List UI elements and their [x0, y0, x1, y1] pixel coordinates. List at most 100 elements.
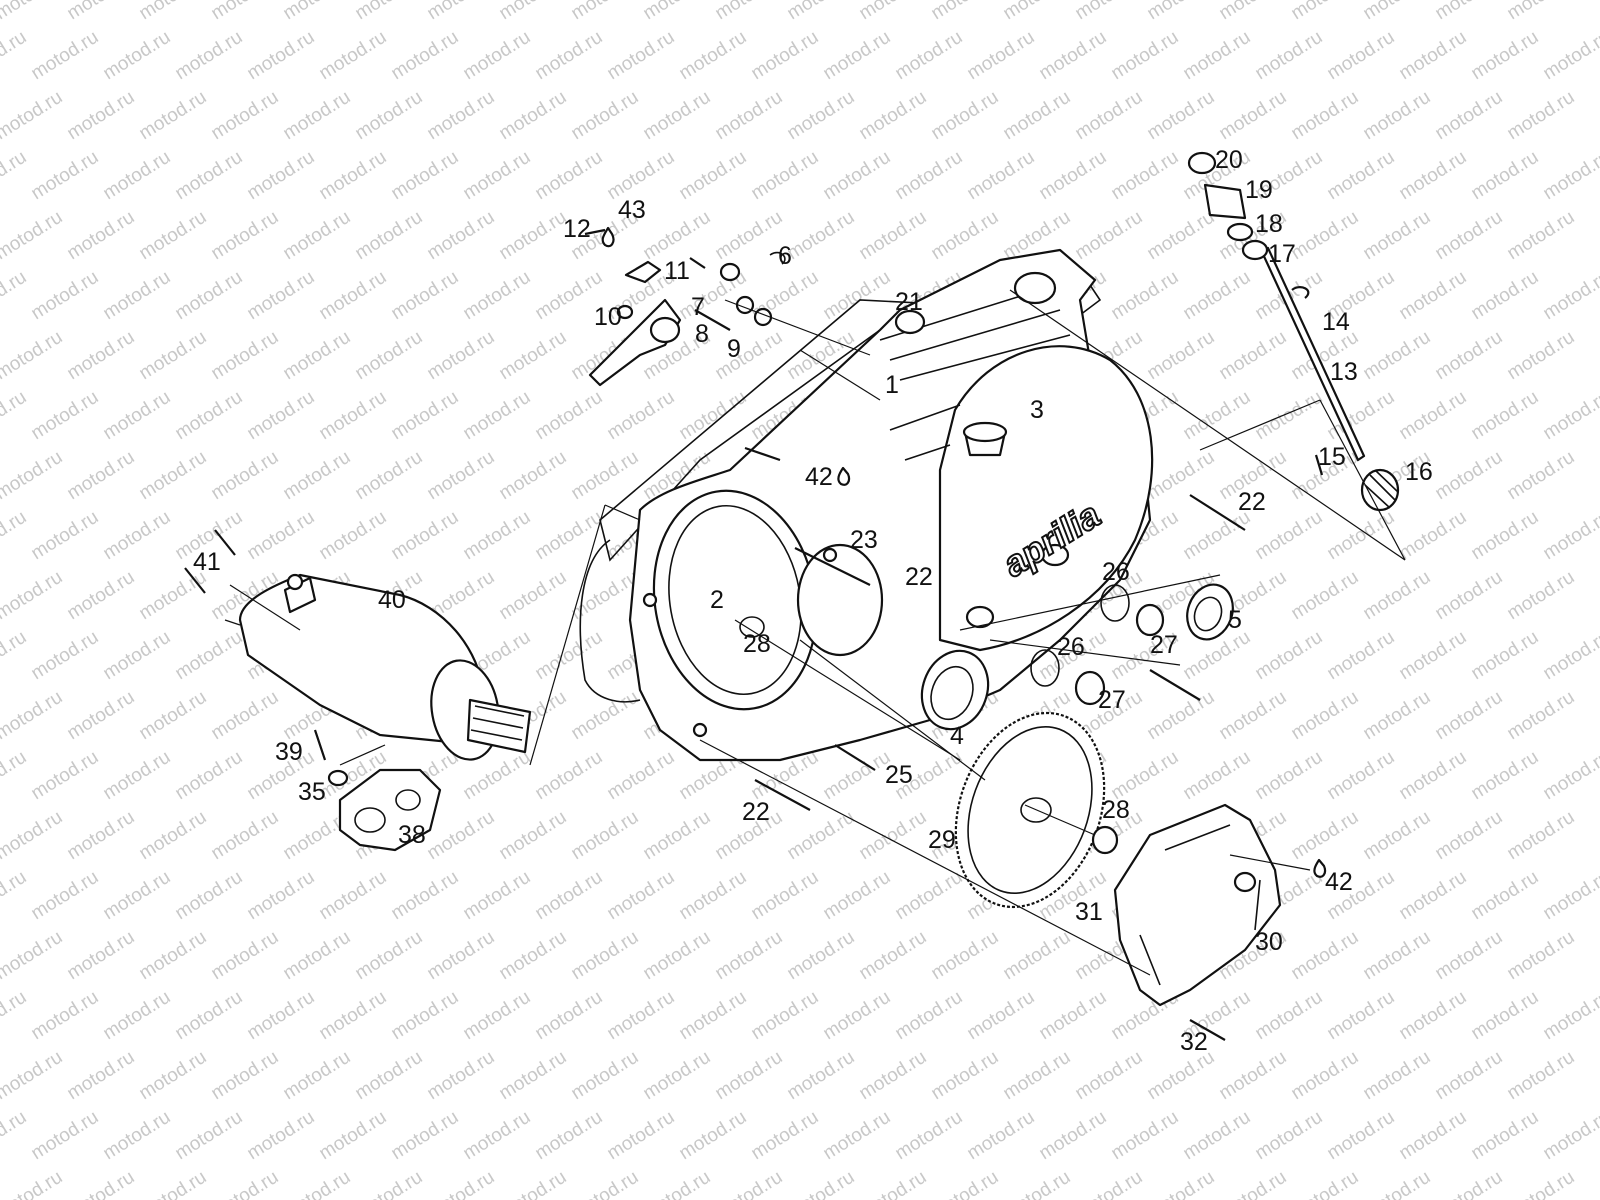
watermark-text: motod.ru: [1216, 327, 1291, 385]
drop-icon: [1313, 858, 1327, 878]
watermark-text: motod.ru: [352, 447, 427, 505]
drive-gear-part: [1360, 468, 1400, 512]
watermark-text: motod.ru: [208, 1047, 283, 1105]
nut-part: [719, 262, 741, 282]
watermark-text: motod.ru: [820, 747, 895, 805]
watermark-text: motod.ru: [1468, 387, 1543, 445]
plug-part: [1074, 670, 1106, 706]
watermark-text: motod.ru: [1144, 207, 1219, 265]
watermark-text: motod.ru: [1396, 27, 1471, 85]
watermark-text: motod.ru: [820, 267, 895, 325]
watermark-text: motod.ru: [244, 1107, 319, 1165]
bracket-hole: [395, 789, 421, 811]
watermark-text: motod.ru: [172, 387, 247, 445]
watermark-text: motod.ru: [28, 387, 103, 445]
callout-9: 9: [727, 335, 741, 363]
watermark-text: motod.ru: [424, 327, 499, 385]
watermark-text: motod.ru: [748, 987, 823, 1045]
watermark-text: motod.ru: [1288, 807, 1363, 865]
watermark-text: motod.ru: [1036, 27, 1111, 85]
watermark-text: motod.ru: [0, 1167, 66, 1200]
watermark-text: motod.ru: [640, 207, 715, 265]
watermark-text: motod.ru: [1000, 87, 1075, 145]
watermark-text: motod.ru: [0, 0, 66, 24]
watermark-text: motod.ru: [1540, 627, 1600, 685]
watermark-text: motod.ru: [1252, 387, 1327, 445]
watermark-text: motod.ru: [1072, 1167, 1147, 1200]
watermark-text: motod.ru: [1396, 627, 1471, 685]
watermark-text: motod.ru: [1432, 1047, 1507, 1105]
watermark-text: motod.ru: [856, 87, 931, 145]
watermark-text: motod.ru: [1396, 987, 1471, 1045]
watermark-text: motod.ru: [604, 1107, 679, 1165]
watermark-text: motod.ru: [496, 927, 571, 985]
callout-29: 29: [928, 826, 956, 854]
watermark-text: motod.ru: [460, 507, 535, 565]
watermark-text: motod.ru: [532, 627, 607, 685]
watermark-text: motod.ru: [352, 1047, 427, 1105]
watermark-text: motod.ru: [1216, 1047, 1291, 1105]
callout-17: 17: [1268, 240, 1296, 268]
watermark-text: motod.ru: [1396, 1107, 1471, 1165]
watermark-text: motod.ru: [1072, 0, 1147, 24]
watermark-text: motod.ru: [316, 507, 391, 565]
watermark-text: motod.ru: [1468, 747, 1543, 805]
watermark-text: motod.ru: [1000, 1047, 1075, 1105]
watermark-text: motod.ru: [1540, 747, 1600, 805]
callout-38: 38: [398, 821, 426, 849]
watermark-text: motod.ru: [1540, 27, 1600, 85]
washer-part: [616, 304, 634, 320]
watermark-text: motod.ru: [1504, 1047, 1579, 1105]
watermark-text: motod.ru: [424, 927, 499, 985]
watermark-text: motod.ru: [388, 387, 463, 445]
callout-13: 13: [1330, 358, 1358, 386]
watermark-text: motod.ru: [280, 927, 355, 985]
watermark-text: motod.ru: [1036, 987, 1111, 1045]
callout-15: 15: [1318, 443, 1346, 471]
watermark-text: motod.ru: [136, 87, 211, 145]
watermark-text: motod.ru: [640, 1167, 715, 1200]
watermark-text: motod.ru: [1396, 267, 1471, 325]
watermark-text: motod.ru: [1396, 867, 1471, 925]
watermark-text: motod.ru: [0, 27, 30, 85]
watermark-text: motod.ru: [1360, 1167, 1435, 1200]
watermark-text: motod.ru: [1468, 987, 1543, 1045]
watermark-text: motod.ru: [1288, 687, 1363, 745]
callout-39: 39: [275, 738, 303, 766]
watermark-text: motod.ru: [784, 927, 859, 985]
watermark-text: motod.ru: [64, 447, 139, 505]
o-ring-part: [1030, 649, 1060, 687]
watermark-text: motod.ru: [1324, 747, 1399, 805]
watermark-text: motod.ru: [748, 147, 823, 205]
watermark-text: motod.ru: [604, 387, 679, 445]
watermark-text: motod.ru: [532, 867, 607, 925]
watermark-text: motod.ru: [1396, 387, 1471, 445]
watermark-text: motod.ru: [928, 1167, 1003, 1200]
watermark-text: motod.ru: [1180, 747, 1255, 805]
watermark-text: motod.ru: [0, 447, 66, 505]
watermark-text: motod.ru: [1432, 87, 1507, 145]
shim-part: [624, 260, 662, 284]
callout-11: 11: [664, 257, 690, 285]
watermark-text: motod.ru: [1036, 147, 1111, 205]
watermark-text: motod.ru: [1180, 1107, 1255, 1165]
watermark-text: motod.ru: [532, 147, 607, 205]
watermark-text: motod.ru: [208, 447, 283, 505]
watermark-text: motod.ru: [1072, 1047, 1147, 1105]
watermark-text: motod.ru: [892, 147, 967, 205]
watermark-text: motod.ru: [1180, 27, 1255, 85]
watermark-text: motod.ru: [676, 987, 751, 1045]
watermark-text: motod.ru: [460, 147, 535, 205]
callout-19: 19: [1245, 176, 1273, 204]
watermark-text: motod.ru: [856, 0, 931, 24]
watermark-text: motod.ru: [280, 87, 355, 145]
watermark-text: motod.ru: [460, 267, 535, 325]
watermark-text: motod.ru: [208, 927, 283, 985]
watermark-text: motod.ru: [892, 987, 967, 1045]
watermark-text: motod.ru: [1324, 627, 1399, 685]
watermark-text: motod.ru: [1468, 507, 1543, 565]
watermark-text: motod.ru: [1396, 147, 1471, 205]
watermark-text: motod.ru: [208, 327, 283, 385]
watermark-text: motod.ru: [1504, 0, 1579, 24]
callout-27-b: 27: [1098, 686, 1126, 714]
